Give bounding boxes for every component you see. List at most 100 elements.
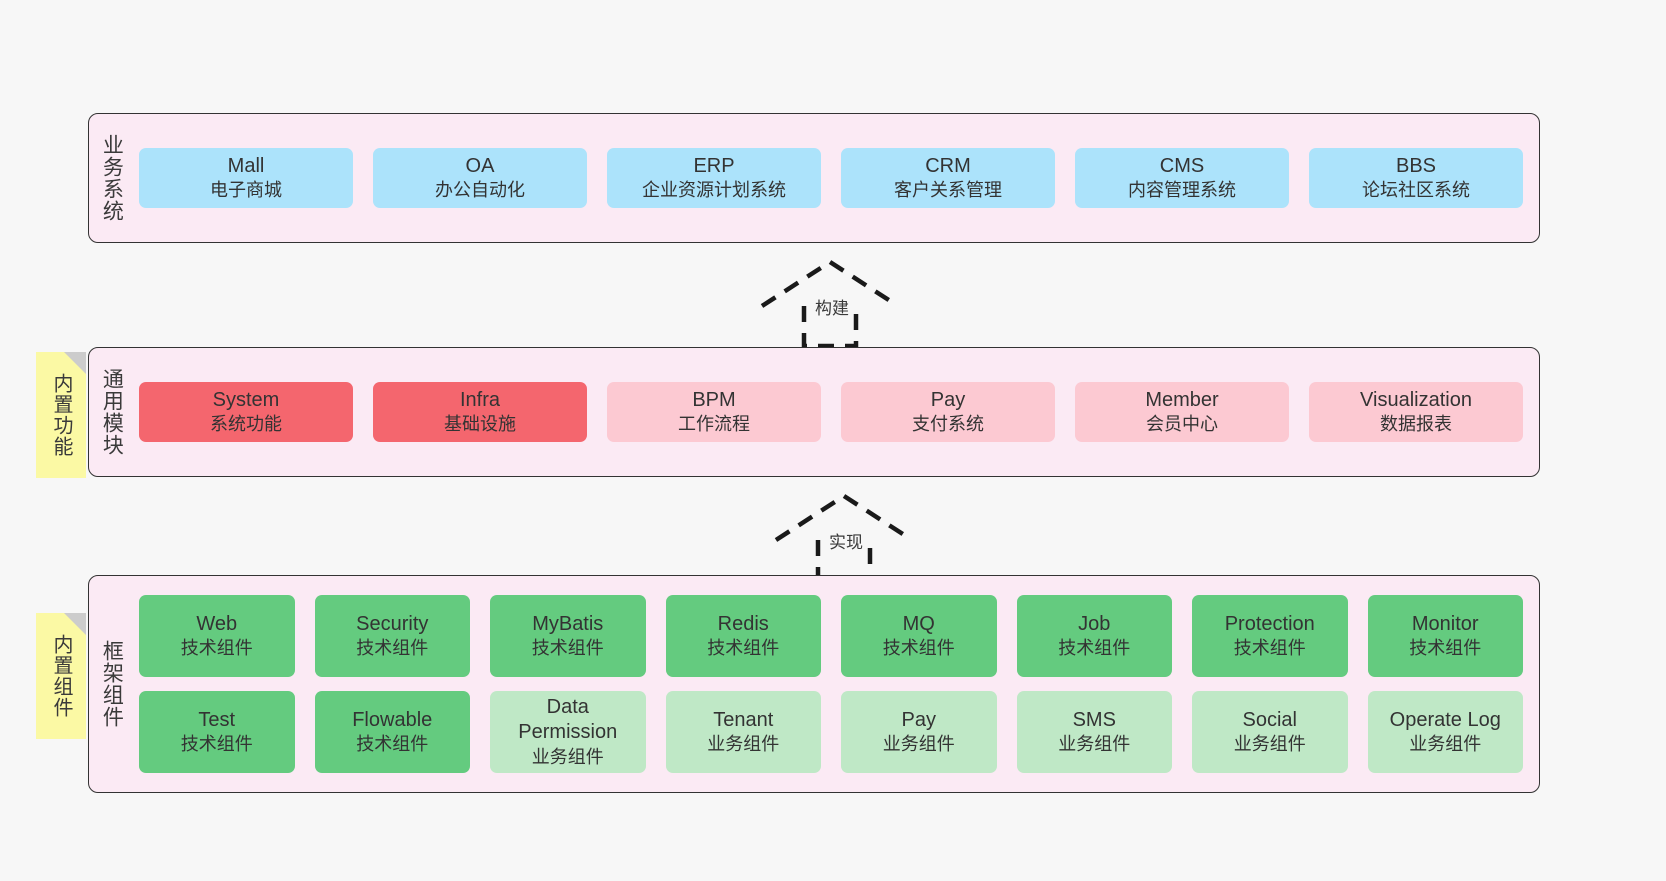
framework-item-protection[interactable]: Protection 技术组件 <box>1192 595 1348 677</box>
framework-item-mq-desc: 技术组件 <box>882 638 955 659</box>
business-item-crm-desc: 客户关系管理 <box>894 180 1002 201</box>
business-system-layer-title: 业务系统 <box>100 134 124 222</box>
framework-component-row-1: Web 技术组件 Security 技术组件 MyBatis 技术组件 Redi… <box>139 595 1523 677</box>
framework-item-social[interactable]: Social 业务组件 <box>1192 691 1348 773</box>
module-item-visualization[interactable]: Visualization 数据报表 <box>1309 381 1523 443</box>
framework-component-items: Web 技术组件 Security 技术组件 MyBatis 技术组件 Redi… <box>133 576 1539 792</box>
business-item-erp[interactable]: ERP 企业资源计划系统 <box>607 147 821 209</box>
framework-component-layer: 框架组件 Web 技术组件 Security 技术组件 MyBatis 技术组件… <box>88 575 1540 793</box>
business-item-crm-name: CRM <box>925 154 971 177</box>
framework-item-operate-log-name: Operate Log <box>1389 708 1501 731</box>
builtin-component-sticky-label: 内置组件 <box>50 634 72 718</box>
framework-item-tenant-desc: 业务组件 <box>707 734 780 755</box>
module-item-system[interactable]: System 系统功能 <box>139 381 353 443</box>
module-item-member-desc: 会员中心 <box>1146 414 1218 435</box>
builtin-function-sticky-note: 内置功能 <box>36 352 86 478</box>
module-item-system-desc: 系统功能 <box>210 414 282 435</box>
framework-item-pay-desc: 业务组件 <box>882 734 955 755</box>
general-module-row: System 系统功能 Infra 基础设施 BPM 工作流程 Pay 支付系统… <box>139 381 1523 443</box>
framework-item-flowable-desc: 技术组件 <box>356 734 429 755</box>
framework-item-mybatis[interactable]: MyBatis 技术组件 <box>490 595 646 677</box>
framework-item-job[interactable]: Job 技术组件 <box>1016 595 1172 677</box>
framework-item-flowable[interactable]: Flowable 技术组件 <box>314 691 470 773</box>
framework-item-data-permission-name: Data <box>546 695 589 718</box>
framework-item-monitor-name: Monitor <box>1411 612 1479 635</box>
module-item-visualization-name: Visualization <box>1360 388 1472 411</box>
business-item-cms-name: CMS <box>1159 154 1205 177</box>
module-item-pay[interactable]: Pay 支付系统 <box>841 381 1055 443</box>
build-arrow: 构建 <box>760 258 900 349</box>
framework-item-data-permission-desc: 业务组件 <box>531 747 604 768</box>
module-item-bpm-desc: 工作流程 <box>678 414 750 435</box>
framework-item-pay-name: Pay <box>901 708 936 731</box>
framework-item-mq-name: MQ <box>902 612 935 635</box>
sticky-fold-corner-icon <box>64 613 86 635</box>
module-item-bpm-name: BPM <box>692 388 736 411</box>
framework-item-monitor-desc: 技术组件 <box>1409 638 1482 659</box>
framework-item-test-desc: 技术组件 <box>180 734 253 755</box>
framework-item-web[interactable]: Web 技术组件 <box>139 595 295 677</box>
framework-component-layer-title: 框架组件 <box>100 640 124 728</box>
business-item-mall[interactable]: Mall 电子商城 <box>139 147 353 209</box>
module-item-visualization-desc: 数据报表 <box>1380 414 1452 435</box>
framework-item-data-permission[interactable]: Data Permission 业务组件 <box>490 691 646 773</box>
framework-item-web-desc: 技术组件 <box>180 638 253 659</box>
module-item-bpm[interactable]: BPM 工作流程 <box>607 381 821 443</box>
framework-item-tenant[interactable]: Tenant 业务组件 <box>665 691 821 773</box>
builtin-component-sticky-note: 内置组件 <box>36 613 86 739</box>
framework-item-sms[interactable]: SMS 业务组件 <box>1016 691 1172 773</box>
framework-item-operate-log-desc: 业务组件 <box>1409 734 1482 755</box>
module-item-system-name: System <box>212 388 280 411</box>
general-module-items: System 系统功能 Infra 基础设施 BPM 工作流程 Pay 支付系统… <box>133 348 1539 476</box>
sticky-fold-corner-icon <box>64 352 86 374</box>
framework-item-security[interactable]: Security 技术组件 <box>314 595 470 677</box>
framework-item-redis[interactable]: Redis 技术组件 <box>665 595 821 677</box>
business-item-mall-name: Mall <box>227 154 265 177</box>
framework-item-redis-desc: 技术组件 <box>707 638 780 659</box>
framework-item-security-desc: 技术组件 <box>356 638 429 659</box>
module-item-infra[interactable]: Infra 基础设施 <box>373 381 587 443</box>
module-item-infra-name: Infra <box>459 388 501 411</box>
business-item-crm[interactable]: CRM 客户关系管理 <box>841 147 1055 209</box>
build-arrow-label: 构建 <box>815 299 849 318</box>
business-item-erp-desc: 企业资源计划系统 <box>642 180 786 201</box>
business-item-mall-desc: 电子商城 <box>210 180 282 201</box>
business-system-row: Mall 电子商城 OA 办公自动化 ERP 企业资源计划系统 CRM 客户关系… <box>139 147 1523 209</box>
module-item-member[interactable]: Member 会员中心 <box>1075 381 1289 443</box>
framework-item-pay[interactable]: Pay 业务组件 <box>841 691 997 773</box>
implement-arrow: 实现 <box>774 492 914 583</box>
framework-component-row-2: Test 技术组件 Flowable 技术组件 Data Permission … <box>139 691 1523 773</box>
framework-item-data-permission-name2: Permission <box>518 721 618 744</box>
framework-item-mq[interactable]: MQ 技术组件 <box>841 595 997 677</box>
business-item-bbs-name: BBS <box>1395 154 1437 177</box>
framework-item-sms-desc: 业务组件 <box>1058 734 1131 755</box>
framework-item-redis-name: Redis <box>717 612 769 635</box>
framework-item-job-desc: 技术组件 <box>1058 638 1131 659</box>
business-system-layer: 业务系统 Mall 电子商城 OA 办公自动化 ERP 企业资源计划系统 CRM… <box>88 113 1540 243</box>
framework-item-mybatis-name: MyBatis <box>532 612 604 635</box>
framework-item-operate-log[interactable]: Operate Log 业务组件 <box>1367 691 1523 773</box>
framework-item-social-desc: 业务组件 <box>1233 734 1306 755</box>
framework-item-security-name: Security <box>356 612 429 635</box>
business-item-erp-name: ERP <box>693 154 735 177</box>
implement-arrow-label: 实现 <box>829 533 863 552</box>
framework-item-flowable-name: Flowable <box>352 708 433 731</box>
framework-item-test-name: Test <box>198 708 236 731</box>
framework-item-monitor[interactable]: Monitor 技术组件 <box>1367 595 1523 677</box>
business-item-oa[interactable]: OA 办公自动化 <box>373 147 587 209</box>
framework-item-web-name: Web <box>196 612 238 635</box>
business-item-oa-name: OA <box>465 154 495 177</box>
general-module-layer-title: 通用模块 <box>100 368 124 456</box>
business-system-items: Mall 电子商城 OA 办公自动化 ERP 企业资源计划系统 CRM 客户关系… <box>133 114 1539 242</box>
framework-item-test[interactable]: Test 技术组件 <box>139 691 295 773</box>
builtin-function-sticky-label: 内置功能 <box>50 373 72 457</box>
framework-item-tenant-name: Tenant <box>713 708 774 731</box>
module-item-pay-name: Pay <box>930 388 966 411</box>
framework-item-mybatis-desc: 技术组件 <box>531 638 604 659</box>
business-item-bbs[interactable]: BBS 论坛社区系统 <box>1309 147 1523 209</box>
business-item-cms-desc: 内容管理系统 <box>1128 180 1236 201</box>
business-item-cms[interactable]: CMS 内容管理系统 <box>1075 147 1289 209</box>
framework-item-job-name: Job <box>1078 612 1111 635</box>
framework-item-protection-desc: 技术组件 <box>1233 638 1306 659</box>
business-item-oa-desc: 办公自动化 <box>435 180 525 201</box>
